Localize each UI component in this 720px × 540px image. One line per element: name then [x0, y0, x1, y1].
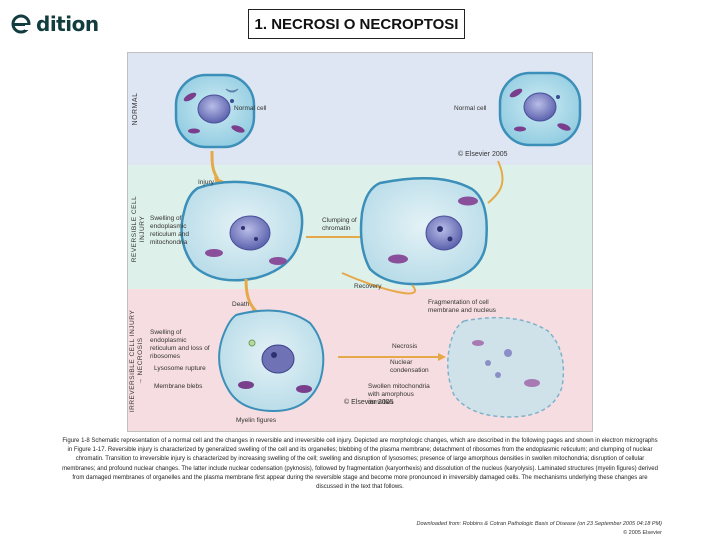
cell-injury-figure: NORMAL REVERSIBLE CELL INJURY IRREVERSIB…: [127, 52, 593, 432]
label-death: Death: [232, 301, 250, 308]
label-normal-cell-left: Normal cell: [234, 105, 267, 112]
arrow-death: [244, 278, 258, 313]
label-nuclear-condensation: Nuclear condensation: [390, 359, 429, 374]
label-normal-cell-right: Normal cell: [454, 105, 487, 112]
arrow-injury: [210, 150, 220, 180]
slide-title-box: 1. NECROSI O NECROPTOSI: [248, 9, 465, 39]
slide-title: 1. NECROSI O NECROPTOSI: [254, 15, 459, 33]
label-swelling-er: Swelling of endoplasmic reticulum and mi…: [150, 215, 190, 246]
arrow-recovery: [341, 272, 416, 295]
cell-illustration: [174, 71, 582, 418]
normal-cell-right: [498, 71, 582, 147]
download-source: Downloaded from: Robbins & Cotran Pathol…: [416, 521, 663, 527]
copyright-notice: © 2005 Elsevier: [623, 530, 662, 536]
logo-e-icon: [11, 14, 31, 34]
reversible-cell-right: [359, 176, 488, 286]
irreversible-cell-left: [218, 309, 325, 413]
logo-text: dition: [36, 12, 99, 36]
label-swollen-mito: Swollen mitochondria with amorphous dens…: [368, 383, 430, 406]
label-elsevier-bottom: © Elsevier 2005: [344, 399, 394, 406]
edition-logo: dition: [10, 12, 99, 36]
label-injury: Injury: [198, 179, 214, 186]
label-necrosis: Necrosis: [392, 343, 418, 350]
label-elsevier-top: © Elsevier 2005: [458, 151, 508, 158]
label-myelin-figures: Myelin figures: [236, 417, 277, 424]
label-clumping: Clumping of chromatin: [322, 217, 357, 232]
label-lysosome-rupture: Lysosome rupture: [154, 365, 206, 372]
irreversible-cell-right: [447, 316, 565, 418]
label-recovery: Recovery: [354, 283, 382, 290]
normal-cell-left: [174, 73, 256, 149]
reversible-cell-left: [180, 180, 304, 282]
label-membrane-blebs: Membrane blebs: [154, 383, 203, 390]
label-fragmentation: Fragmentation of cell membrane and nucle…: [428, 299, 496, 314]
figure-caption: Figure 1-8 Schematic representation of a…: [62, 438, 658, 491]
label-swelling-er-ribosomes: Swelling of endoplasmic reticulum and lo…: [150, 329, 210, 360]
